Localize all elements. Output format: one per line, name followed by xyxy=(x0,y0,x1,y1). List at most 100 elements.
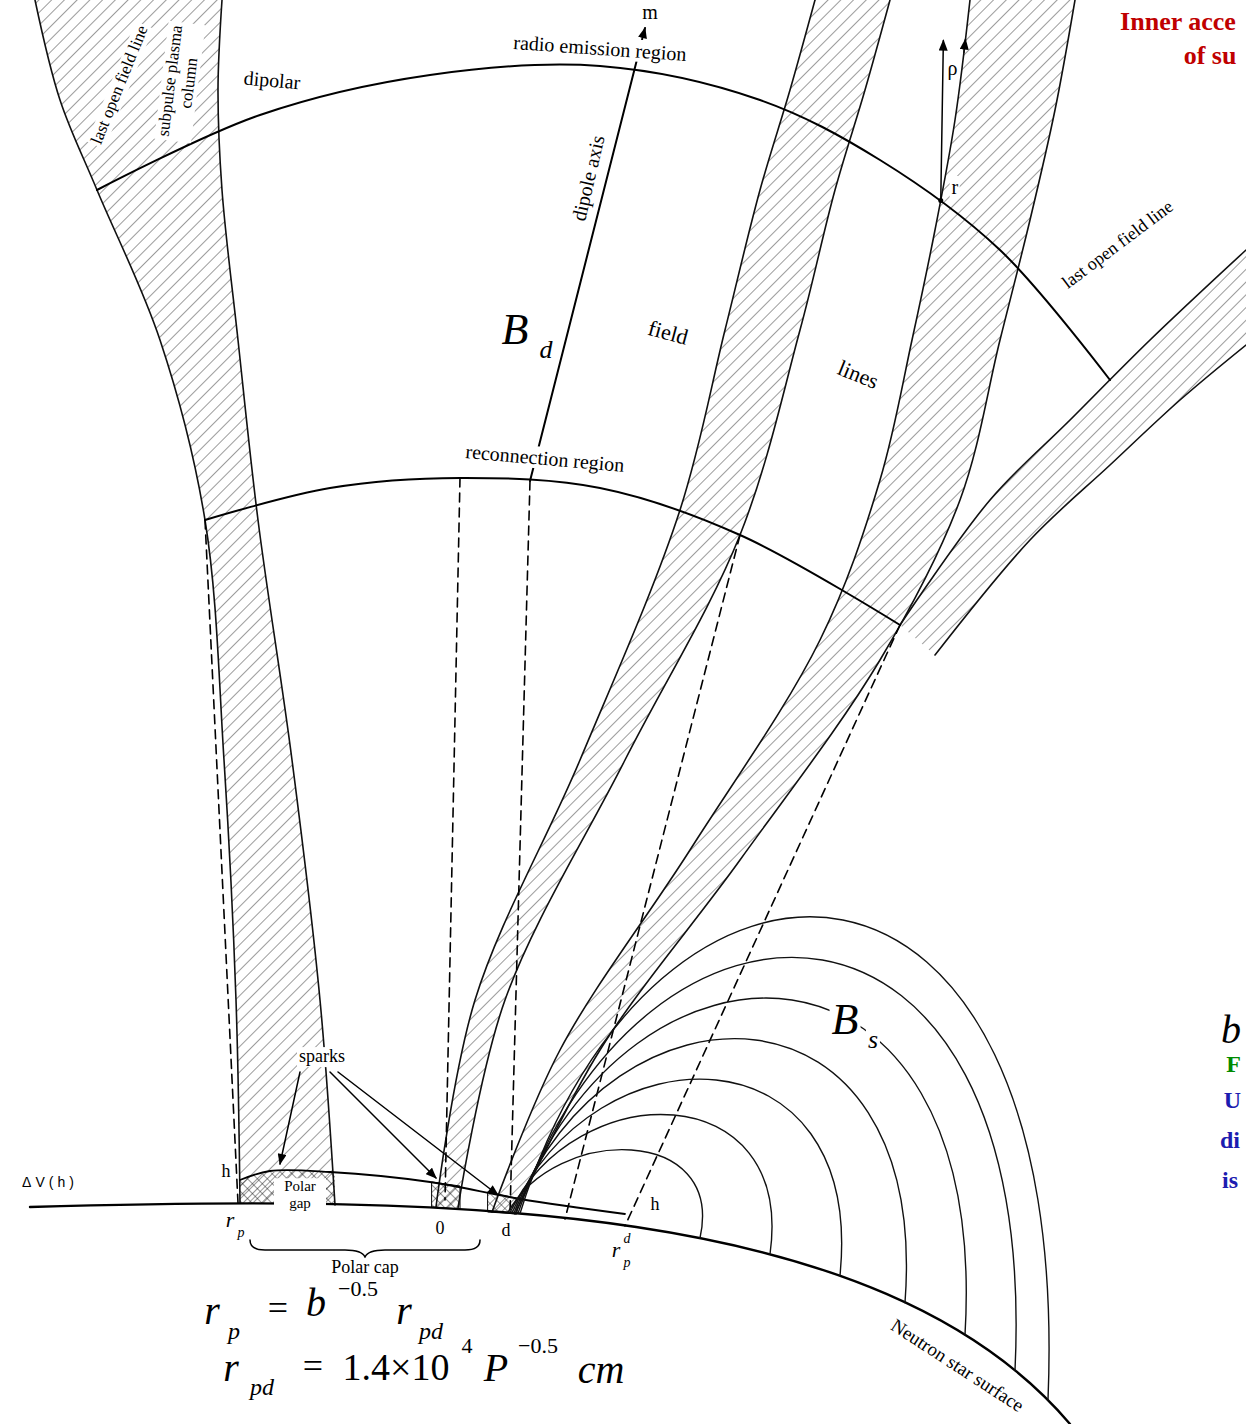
note-fragment: di xyxy=(1218,1127,1242,1153)
symbol-superscript: d xyxy=(622,1231,633,1246)
formula-term-holder: 1.4×10 xyxy=(341,1347,452,1389)
field-label-holder: dipolar xyxy=(241,66,303,93)
gap-label: Polar gap xyxy=(274,1178,326,1211)
radius-symbol-holder: r xyxy=(949,176,960,198)
field-line-label-holder: last open field line xyxy=(1057,196,1179,295)
formula-term: r xyxy=(202,1289,222,1333)
formula-subscript-holder: p xyxy=(226,1318,242,1344)
note-fragment-holder: di xyxy=(1218,1127,1242,1153)
formula-term: b xyxy=(304,1281,328,1325)
formula-superscript-holder: −0.5 xyxy=(336,1277,380,1301)
surface-field-loop xyxy=(518,957,1016,1370)
radius-symbol: r xyxy=(610,1238,623,1262)
height-label-holder: h xyxy=(220,1162,233,1182)
field-symbol: B xyxy=(830,996,861,1044)
bracket-label: Polar cap xyxy=(329,1258,400,1278)
formula-superscript-holder: −0.5 xyxy=(516,1334,560,1358)
symbol-subscript: d xyxy=(538,336,555,365)
emission-point xyxy=(938,198,943,203)
note-fragment-holder: F xyxy=(1224,1051,1243,1077)
field-line-label: last open field line xyxy=(87,21,153,149)
symbol-subscript-holder: s xyxy=(866,1026,880,1055)
note-fragment-holder: U xyxy=(1222,1087,1243,1113)
surface-field-loop xyxy=(512,1079,842,1275)
field-line xyxy=(458,0,890,1208)
height-label-holder: h xyxy=(649,1195,662,1215)
spark-pointer xyxy=(330,1072,436,1178)
dipolar-projection-line xyxy=(445,478,460,1200)
last-open-field-line xyxy=(900,250,1246,625)
region-label: reconnection region xyxy=(463,440,628,476)
formula-term-holder: r xyxy=(202,1289,222,1333)
formula-superscript: 4 xyxy=(460,1334,475,1358)
potential-label: ΔV(h) xyxy=(20,1175,80,1190)
field-line-label-holder: last open field line xyxy=(87,21,153,149)
plasma-column-band xyxy=(900,250,1246,655)
radius-symbol-holder: r xyxy=(610,1238,623,1262)
symbol-subscript-holder: p xyxy=(622,1253,633,1271)
formula-subscript: pd xyxy=(248,1374,276,1400)
formula-subscript-holder: pd xyxy=(417,1318,445,1344)
field-direction-arrow xyxy=(964,39,966,52)
bracket-label-holder: Polar cap xyxy=(329,1258,400,1278)
symbol-superscript-holder: d xyxy=(622,1229,633,1247)
spark-pointer xyxy=(338,1072,498,1195)
field-line xyxy=(935,345,1246,655)
field-line-label: last open field line xyxy=(1057,196,1179,295)
heading-fragment: Inner acce xyxy=(1118,8,1238,37)
formula-term-holder: r xyxy=(394,1289,414,1333)
angle-symbol-holder: ρ xyxy=(945,57,959,79)
formula-term-holder: P xyxy=(482,1346,510,1390)
surface-label: Neutron star surface xyxy=(885,1314,1029,1418)
note-fragment: U xyxy=(1222,1087,1243,1113)
heading-fragment-holder: of su xyxy=(1182,42,1239,71)
formula-term: 1.4×10 xyxy=(341,1347,452,1389)
note-fragment: F xyxy=(1224,1051,1243,1077)
reconnection-arc xyxy=(205,478,900,625)
field-line xyxy=(492,0,970,1212)
formula-term-holder: = xyxy=(301,1347,325,1387)
heading-fragment: of su xyxy=(1182,42,1239,71)
angle-symbol: ρ xyxy=(945,57,959,79)
axis-label: m xyxy=(640,1,660,23)
field-line xyxy=(515,0,1075,1214)
surface-label-holder: Neutron star surface xyxy=(885,1314,1029,1418)
formula-term-holder: r xyxy=(221,1346,241,1390)
position-mark: d xyxy=(500,1221,513,1241)
height-label: h xyxy=(220,1162,233,1182)
formula-fragment-holder: b xyxy=(1219,1008,1243,1052)
formula-superscript: −0.5 xyxy=(516,1334,560,1358)
dipolar-projection-line xyxy=(205,520,238,1203)
axis-label-holder: m xyxy=(640,1,660,23)
dipole-axis-projection xyxy=(510,481,530,1213)
formula-term-holder: = xyxy=(266,1289,290,1329)
position-mark-holder: 0 xyxy=(434,1219,447,1239)
radius-symbol-holder: r xyxy=(224,1208,237,1232)
field-label: lines xyxy=(832,355,883,394)
formula-fragment: b xyxy=(1219,1008,1243,1052)
surface-field-loop xyxy=(516,998,966,1335)
region-label-holder: reconnection region xyxy=(463,440,628,476)
field-line xyxy=(218,0,335,1205)
surface-field-loop xyxy=(520,917,1049,1400)
radio-emission-arc xyxy=(97,64,1110,380)
formula-term-holder: b xyxy=(304,1281,328,1325)
dipolar-projection-line xyxy=(565,535,740,1219)
symbol-subscript-holder: d xyxy=(538,336,555,365)
dipole-axis-arrow xyxy=(530,28,645,481)
field-line xyxy=(436,0,815,1207)
symbol-subscript-holder: p xyxy=(236,1223,247,1241)
field-label: dipolar xyxy=(241,66,303,93)
formula-term: = xyxy=(266,1289,290,1329)
formula-term: = xyxy=(301,1347,325,1387)
callout-label-holder: sparks xyxy=(297,1047,347,1067)
note-fragment: is xyxy=(1220,1167,1240,1193)
region-label: radio emission region xyxy=(511,31,689,65)
last-open-field-line xyxy=(35,0,240,1203)
formula-subscript: pd xyxy=(417,1318,445,1344)
field-label-holder: lines xyxy=(832,355,883,394)
symbol-subscript: p xyxy=(236,1225,247,1240)
field-label: field xyxy=(643,316,692,351)
